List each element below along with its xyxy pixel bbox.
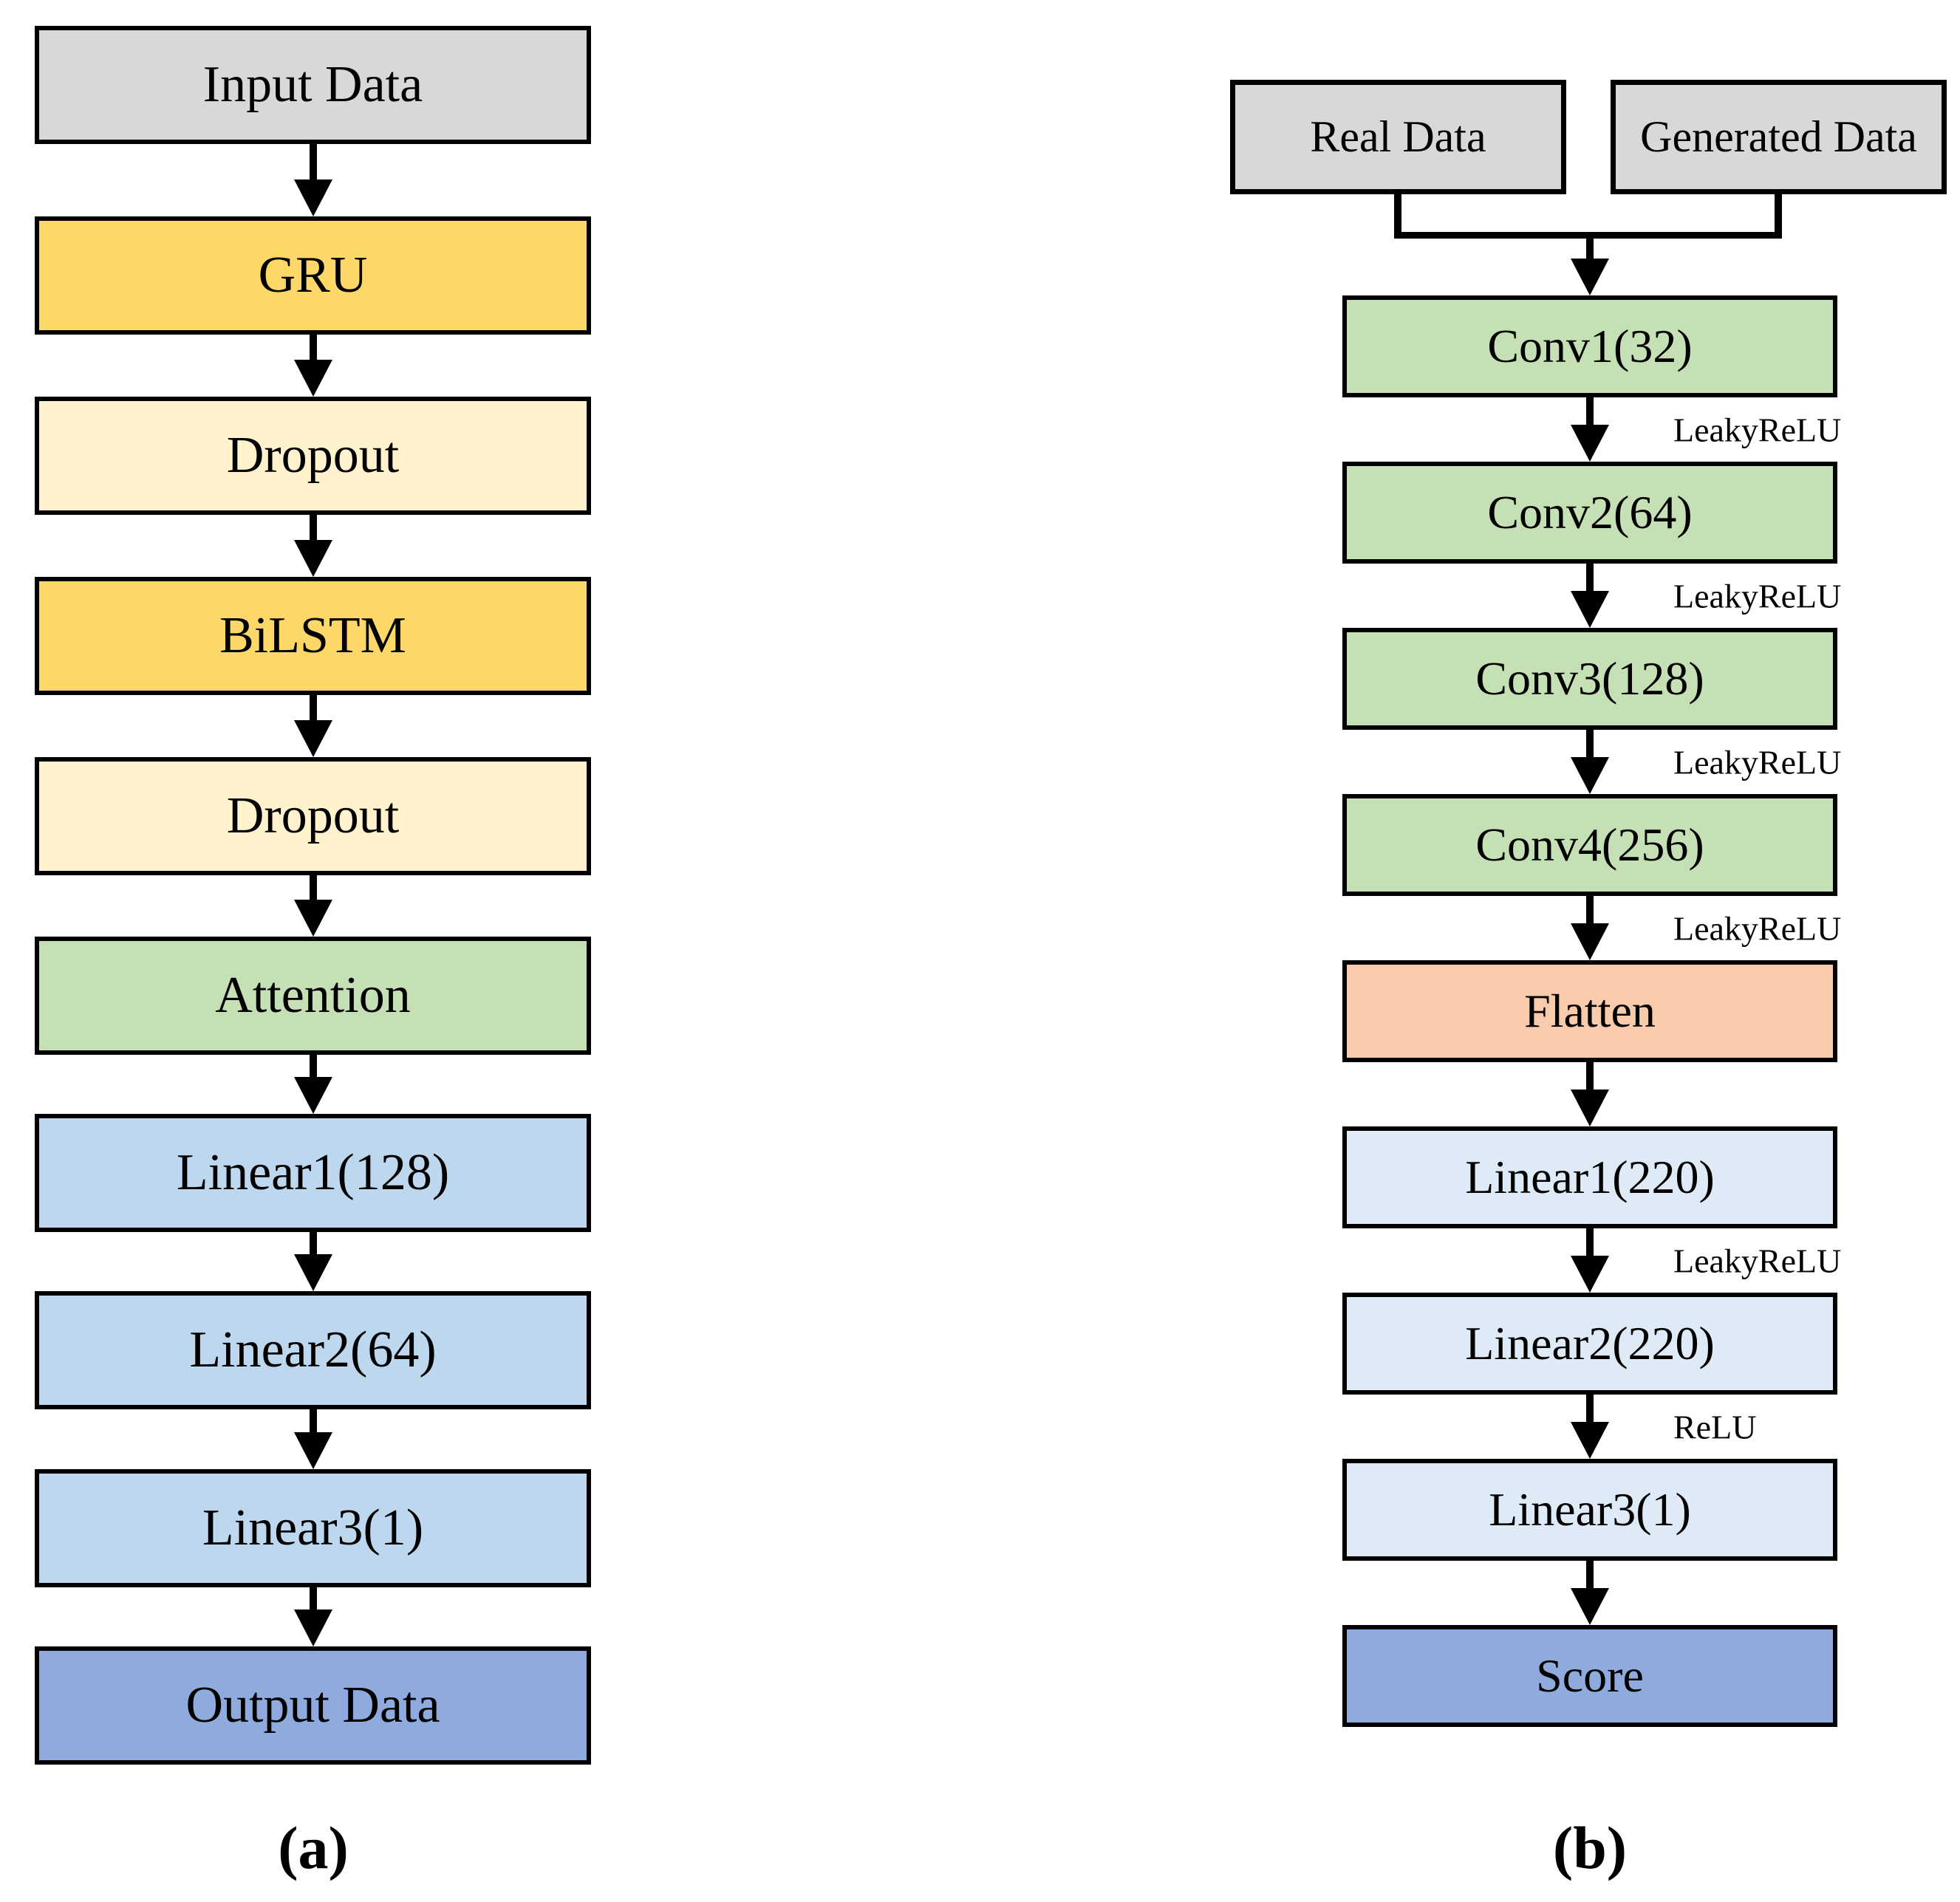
arrow-down-icon [1571, 923, 1609, 960]
activation-label: LeakyReLU [1673, 743, 1842, 781]
diagram-a-node: Attention [35, 937, 591, 1055]
caption-b: (b) [1552, 1814, 1628, 1881]
arrow-shaft [1586, 1228, 1594, 1257]
arrow-shaft [1586, 896, 1594, 925]
diagram-b-input-generated: Generated Data [1611, 80, 1947, 194]
diagram-a-node: Input Data [35, 26, 591, 144]
arrow-shaft [310, 1409, 317, 1434]
diagram-b-input-real: Real Data [1230, 80, 1566, 194]
activation-label: LeakyReLU [1673, 1242, 1842, 1279]
merge-stub-right [1775, 194, 1782, 239]
arrow-shaft [1586, 564, 1594, 592]
arrow-shaft [310, 875, 317, 901]
diagram-b-node: Conv4(256) [1342, 794, 1837, 896]
arrow-shaft [310, 515, 317, 541]
arrow-down-icon [1571, 1588, 1609, 1625]
arrow-down-icon [294, 1077, 332, 1114]
arrow-down-icon [1571, 1422, 1609, 1459]
arrow-shaft [1586, 397, 1594, 426]
diagram-b-node: Linear2(220) [1342, 1293, 1837, 1395]
activation-label: LeakyReLU [1673, 577, 1842, 615]
arrow-down-icon [294, 1609, 332, 1646]
arrow-down-icon [1571, 259, 1609, 295]
diagram-b-node: Linear1(220) [1342, 1126, 1837, 1228]
arrow-down-icon [294, 720, 332, 757]
arrow-shaft [1586, 239, 1594, 260]
arrow-shaft [310, 695, 317, 722]
diagram-a-node: Linear1(128) [35, 1114, 591, 1232]
arrow-down-icon [294, 900, 332, 937]
arrow-down-icon [294, 540, 332, 577]
arrow-shaft [1586, 1062, 1594, 1091]
caption-a: (a) [278, 1814, 349, 1881]
diagram-a-node: Dropout [35, 757, 591, 875]
merge-bar [1394, 232, 1782, 239]
diagram-a-node: Output Data [35, 1646, 591, 1765]
diagram-b-node: Flatten [1342, 960, 1837, 1062]
arrow-shaft [310, 1232, 317, 1256]
diagram-a-node: GRU [35, 216, 591, 335]
arrow-down-icon [1571, 425, 1609, 462]
arrow-down-icon [294, 1432, 332, 1469]
diagram-b-node: Score [1342, 1625, 1837, 1727]
activation-label: ReLU [1673, 1408, 1757, 1446]
arrow-down-icon [294, 179, 332, 216]
arrow-shaft [310, 1587, 317, 1611]
activation-label: LeakyReLU [1673, 909, 1842, 947]
arrow-down-icon [294, 360, 332, 397]
arrow-shaft [310, 1055, 317, 1078]
diagram-a-node: BiLSTM [35, 577, 591, 695]
diagram-b-node: Conv1(32) [1342, 295, 1837, 397]
arrow-shaft [310, 144, 317, 181]
diagram-b-node: Linear3(1) [1342, 1459, 1837, 1561]
diagram-a-node: Dropout [35, 397, 591, 515]
activation-label: LeakyReLU [1673, 411, 1842, 448]
diagram-a-node: Linear2(64) [35, 1291, 591, 1409]
arrow-down-icon [294, 1254, 332, 1291]
merge-stub-left [1394, 194, 1401, 239]
arrow-down-icon [1571, 1089, 1609, 1126]
arrow-down-icon [1571, 757, 1609, 794]
arrow-down-icon [1571, 1256, 1609, 1293]
arrow-shaft [1586, 730, 1594, 759]
diagram-b-node: Conv2(64) [1342, 462, 1837, 564]
diagram-b-node: Conv3(128) [1342, 628, 1837, 730]
arrow-down-icon [1571, 591, 1609, 628]
arrow-shaft [310, 335, 317, 361]
arrow-shaft [1586, 1561, 1594, 1590]
diagram-a-node: Linear3(1) [35, 1469, 591, 1587]
arrow-shaft [1586, 1395, 1594, 1423]
